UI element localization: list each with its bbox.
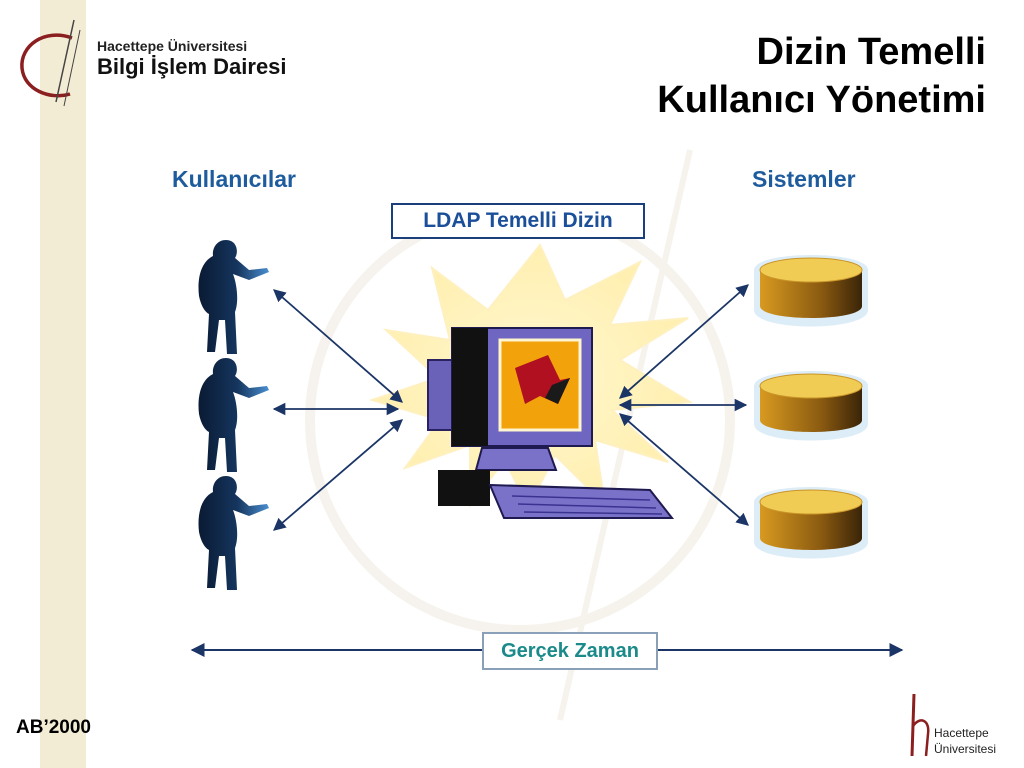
title-line2: Kullanıcı Yönetimi bbox=[657, 79, 986, 121]
arrow-user1-directory bbox=[273, 289, 403, 403]
arrow-directory-system1 bbox=[619, 284, 749, 399]
brand-line2: Bilgi İşlem Dairesi bbox=[97, 54, 287, 79]
footer-logo-line2: Üniversitesi bbox=[934, 742, 997, 756]
computer-icon bbox=[427, 327, 675, 519]
realtime-label: Gerçek Zaman bbox=[482, 632, 658, 670]
arrow-directory-system3 bbox=[619, 413, 749, 526]
systems-label: Sistemler bbox=[752, 166, 856, 192]
user-icon bbox=[198, 476, 269, 590]
title-line1: Dizin Temelli bbox=[756, 31, 986, 73]
database-icon bbox=[754, 371, 868, 441]
database-icon bbox=[754, 487, 868, 559]
brand-line1: Hacettepe Üniversitesi bbox=[97, 38, 248, 54]
database-icon bbox=[754, 255, 868, 327]
footer-logo-line1: Hacettepe bbox=[934, 726, 989, 740]
footer-university-logo-icon bbox=[910, 693, 930, 757]
users-label: Kullanıcılar bbox=[172, 166, 296, 192]
user-icon bbox=[198, 358, 269, 472]
arrow-user3-directory bbox=[273, 419, 403, 531]
ldap-directory-label: LDAP Temelli Dizin bbox=[391, 203, 645, 239]
university-logo-icon bbox=[20, 19, 81, 107]
user-icon bbox=[198, 240, 269, 354]
footer-code: AB’2000 bbox=[16, 717, 91, 738]
page-title: Dizin Temelli Kullanıcı Yönetimi bbox=[657, 28, 986, 124]
left-band bbox=[40, 0, 86, 768]
